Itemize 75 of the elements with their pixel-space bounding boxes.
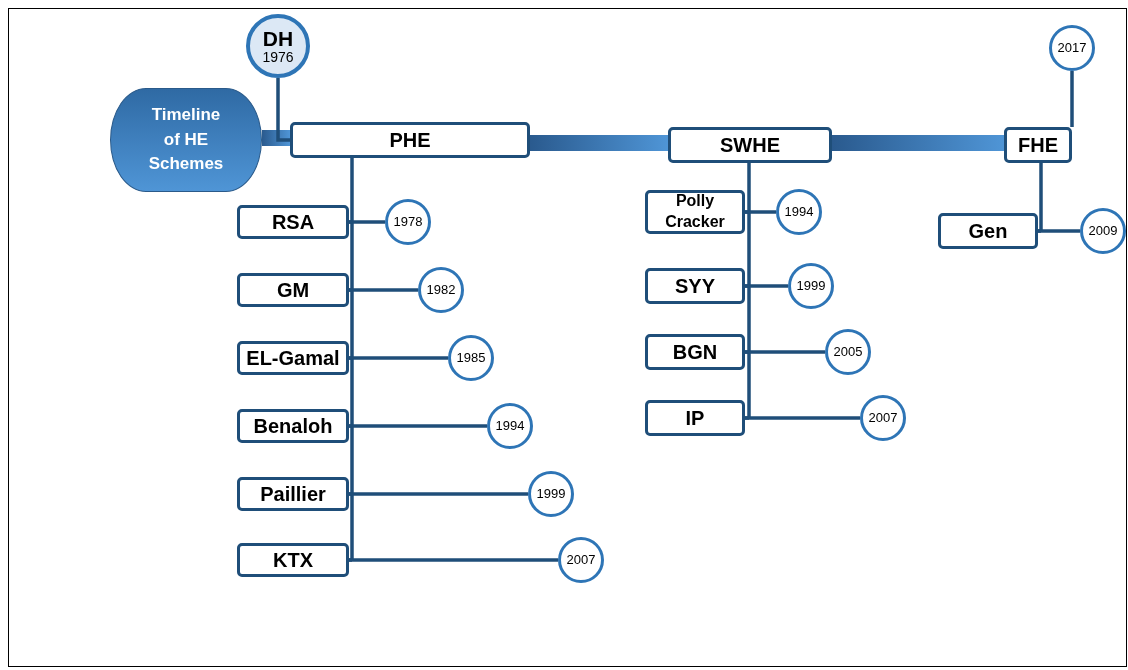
- connector-line: [349, 424, 487, 428]
- scheme-name: DH: [262, 26, 294, 50]
- scheme-box: [237, 477, 349, 511]
- connector-line: [745, 350, 825, 354]
- year-circle: [776, 189, 822, 235]
- scheme-box: [668, 127, 832, 163]
- year-circle: [418, 267, 464, 313]
- connector-line: [349, 558, 558, 562]
- year-text: 1999: [796, 278, 826, 294]
- scheme-name: EL-Gamal: [245, 346, 341, 371]
- timeline-bar: [530, 135, 668, 151]
- trunk-line: [1039, 163, 1043, 231]
- scheme-box: [645, 334, 745, 370]
- year-circle: [385, 199, 431, 245]
- connector-line: [745, 284, 788, 288]
- trunk-line: [747, 163, 751, 418]
- scheme-box: [1004, 127, 1072, 163]
- scheme-name: GM: [275, 278, 311, 303]
- scheme-box: [237, 205, 349, 239]
- trunk-line: [350, 158, 354, 560]
- scheme-name: SYY: [674, 274, 716, 299]
- year-text: 1976: [262, 49, 294, 66]
- scheme-box: [237, 273, 349, 307]
- connector-line: [745, 210, 776, 214]
- year-text: 1994: [784, 204, 814, 220]
- scheme-name: Paillier: [259, 482, 327, 507]
- scheme-name: SWHE: [719, 133, 781, 158]
- year-circle: [448, 335, 494, 381]
- year-circle: [825, 329, 871, 375]
- year-text: 2007: [566, 552, 596, 568]
- year-circle: [788, 263, 834, 309]
- year-text: 1982: [426, 282, 456, 298]
- year-circle: [860, 395, 906, 441]
- year-circle: [487, 403, 533, 449]
- scheme-box: [645, 400, 745, 436]
- scheme-box: [237, 543, 349, 577]
- year-text: 1999: [536, 486, 566, 502]
- scheme-box: [290, 122, 530, 158]
- year-circle: [246, 14, 310, 78]
- connector-line: [1070, 71, 1074, 127]
- year-text: 2009: [1088, 223, 1118, 239]
- scheme-box: [938, 213, 1038, 249]
- scheme-name: IP: [684, 406, 706, 431]
- scheme-name: PHE: [388, 128, 432, 153]
- scheme-name: FHE: [1017, 133, 1059, 158]
- year-circle: [1080, 208, 1126, 254]
- scheme-box: [237, 409, 349, 443]
- connector-line: [1038, 229, 1080, 233]
- timeline-bar: [832, 135, 1004, 151]
- scheme-name: RSA: [270, 210, 316, 235]
- connector-line: [349, 492, 528, 496]
- scheme-name: Polly Cracker: [664, 191, 726, 232]
- title-text: Timeline of HE Schemes: [147, 104, 225, 176]
- connector-line: [349, 356, 448, 360]
- year-text: 1978: [393, 214, 423, 230]
- scheme-name: Benaloh: [252, 414, 334, 439]
- year-circle: [528, 471, 574, 517]
- year-text: 2007: [868, 410, 898, 426]
- year-text: 2017: [1057, 40, 1087, 56]
- scheme-box: [237, 341, 349, 375]
- connector-line: [349, 288, 418, 292]
- scheme-name: BGN: [671, 340, 719, 365]
- year-circle: [558, 537, 604, 583]
- scheme-name: KTX: [272, 548, 314, 573]
- timeline-bar: [262, 130, 290, 146]
- year-text: 1985: [456, 350, 486, 366]
- connector-line: [745, 416, 860, 420]
- year-circle: [1049, 25, 1095, 71]
- year-text: 1994: [495, 418, 525, 434]
- year-text: 2005: [833, 344, 863, 360]
- connector-line: [276, 78, 290, 142]
- scheme-name: Gen: [967, 219, 1009, 244]
- scheme-box: [645, 190, 745, 234]
- scheme-box: [645, 268, 745, 304]
- connector-line: [349, 220, 385, 224]
